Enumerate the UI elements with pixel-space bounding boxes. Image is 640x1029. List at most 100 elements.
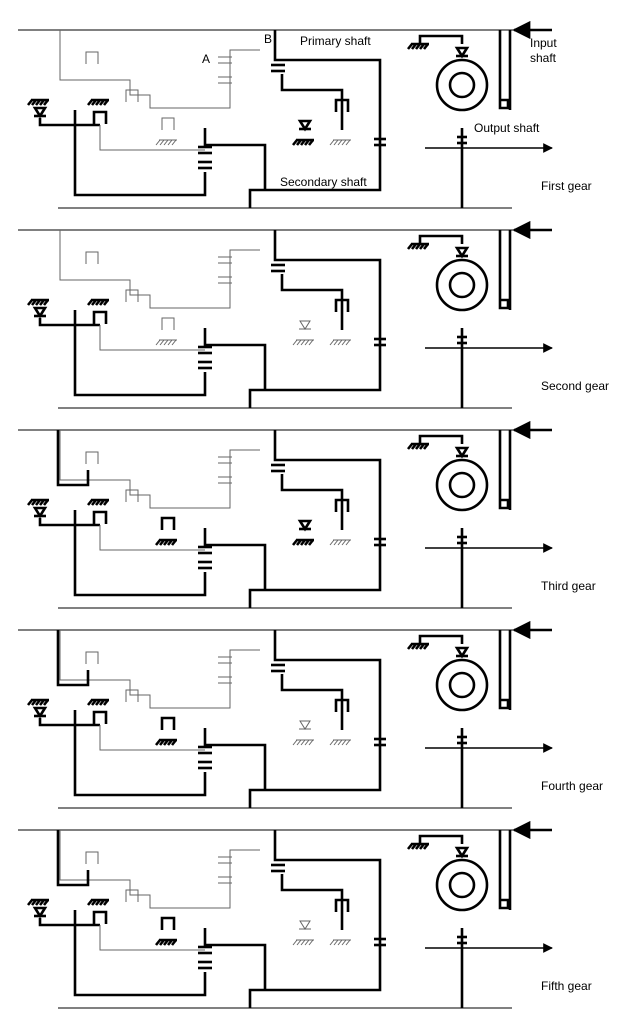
primary-ground <box>291 139 299 146</box>
secondary-ground <box>345 139 351 146</box>
secondary-ground <box>345 939 351 946</box>
primary-ground <box>295 539 303 546</box>
secondary-ground <box>329 939 335 946</box>
planetary-brake <box>160 916 176 930</box>
secondary-ground <box>329 139 335 146</box>
planetary-ground <box>162 939 170 946</box>
left-ground-1 <box>42 699 50 706</box>
secondary-ground <box>341 539 347 546</box>
converter-inner <box>448 71 476 99</box>
converter-ground <box>418 843 426 850</box>
secondary-shaft <box>203 928 267 990</box>
planetary-ground <box>154 939 162 946</box>
secondary-return <box>73 310 207 397</box>
input-shaft-box <box>498 430 510 510</box>
converter-ground <box>414 443 422 450</box>
left-ground-2 <box>98 899 106 906</box>
left-ground-2 <box>86 99 94 106</box>
primary-shaft <box>248 230 382 408</box>
upper-planetary-link <box>59 30 260 109</box>
converter-ground <box>414 243 422 250</box>
planetary-ground <box>170 539 178 546</box>
left-ground-1 <box>30 499 38 506</box>
primary-ground <box>296 339 302 346</box>
left-link <box>38 318 100 327</box>
gear-panel-4: Fourth gear <box>18 620 603 809</box>
planetary-ground <box>167 339 173 346</box>
primary-shaft <box>248 830 382 1008</box>
secondary-ground <box>337 939 343 946</box>
left-ground-1 <box>26 499 34 506</box>
upper-clutch <box>125 689 139 702</box>
left-link <box>38 118 100 127</box>
left-ground-2 <box>90 899 98 906</box>
left-one-way-clutch <box>32 106 48 119</box>
upper-brake <box>85 51 99 64</box>
converter-ground <box>410 43 418 50</box>
left-ground-1 <box>30 699 38 706</box>
primary-one-way-clutch <box>297 119 313 132</box>
primary-ground <box>307 539 315 546</box>
label-a: A <box>202 52 210 66</box>
primary-ground <box>296 939 302 946</box>
secondary-ground <box>337 139 343 146</box>
upper-planetary-link <box>59 830 260 909</box>
left-one-way-clutch <box>32 506 48 519</box>
primary-ground <box>304 339 310 346</box>
primary-one-way-clutch <box>297 519 313 532</box>
primary-clutch <box>334 98 350 112</box>
left-ground-2 <box>94 499 102 506</box>
converter-stator-link <box>418 434 464 444</box>
planetary-ground <box>171 339 177 346</box>
secondary-ground <box>337 339 343 346</box>
left-ground-2 <box>86 499 94 506</box>
gear-caption: Second gear <box>541 379 609 393</box>
converter-ground <box>418 643 426 650</box>
planetary-ground <box>170 939 178 946</box>
converter-ground <box>422 443 430 450</box>
gear-caption: Fourth gear <box>541 779 603 793</box>
label-secondary-shaft: Secondary shaft <box>280 175 367 189</box>
upper-brake <box>85 651 99 664</box>
left-ground-2 <box>102 499 110 506</box>
gear-caption: First gear <box>541 179 592 193</box>
upper-clutch <box>125 889 139 902</box>
input-shaft-box <box>498 230 510 310</box>
secondary-ground <box>337 739 343 746</box>
left-ground-1 <box>34 699 42 706</box>
primary-ground <box>299 539 307 546</box>
upper-brake <box>85 851 99 864</box>
primary-shaft <box>248 630 382 808</box>
primary-ground <box>300 339 306 346</box>
converter-inner <box>448 671 476 699</box>
converter-outer <box>435 458 489 512</box>
planetary-ground <box>162 739 170 746</box>
planetary-ground <box>158 539 166 546</box>
secondary-ground <box>345 539 351 546</box>
left-ground-2 <box>86 699 94 706</box>
left-ground-2 <box>86 299 94 306</box>
left-one-way-clutch <box>32 706 48 719</box>
primary-shaft <box>248 30 382 208</box>
planetary-ground <box>158 739 166 746</box>
converter-one-way-clutch <box>454 646 470 659</box>
label-primary-shaft: Primary shaft <box>300 34 371 48</box>
planetary-brake <box>160 516 176 530</box>
left-link <box>38 718 100 727</box>
planetary-ground <box>162 539 170 546</box>
left-brake-link <box>99 525 205 551</box>
left-ground-1 <box>26 699 34 706</box>
converter-ground <box>410 643 418 650</box>
left-ground-2 <box>94 99 102 106</box>
left-ground-2 <box>94 699 102 706</box>
secondary-return <box>73 110 207 197</box>
secondary-return <box>73 510 207 597</box>
primary-ground <box>295 139 303 146</box>
primary-clutch <box>334 298 350 312</box>
left-ground-1 <box>38 499 46 506</box>
left-ground-1 <box>34 299 42 306</box>
primary-clutch <box>334 498 350 512</box>
left-ground-1 <box>42 499 50 506</box>
converter-outer <box>435 858 489 912</box>
